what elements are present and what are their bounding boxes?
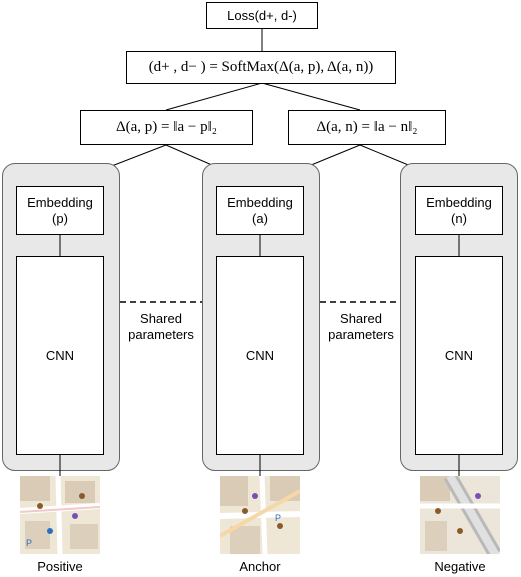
shared-params-left: Shared parameters <box>122 311 200 343</box>
embedding-p: Embedding (p) <box>16 186 104 235</box>
caption-anchor: Anchor <box>239 559 281 574</box>
cnn-n: CNN <box>415 256 503 455</box>
embedding-a-line2: (a) <box>252 210 268 226</box>
embedding-p-line1: Embedding <box>27 194 93 210</box>
embedding-a-line1: Embedding <box>227 194 293 210</box>
embedding-n-line1: Embedding <box>426 194 492 210</box>
softmax-label: (d+ , d− ) = SoftMax(Δ(a, p), Δ(a, n)) <box>148 59 374 75</box>
softmax-node: (d+ , d− ) = SoftMax(Δ(a, p), Δ(a, n)) <box>126 51 396 84</box>
loss-label: Loss(d+, d-) <box>227 8 297 23</box>
caption-negative: Negative <box>434 559 486 574</box>
shared-right-line1: Shared <box>340 311 382 326</box>
svg-text:P: P <box>26 538 32 548</box>
cnn-p-label: CNN <box>45 348 75 363</box>
cnn-p: CNN <box>16 256 104 455</box>
embedding-n: Embedding (n) <box>415 186 503 235</box>
anchor-map-image: P <box>220 476 300 554</box>
delta-an-node: Δ(a, n) = ‖a − n‖₂ <box>288 110 446 145</box>
svg-text:P: P <box>275 513 281 523</box>
caption-positive: Positive <box>37 559 83 574</box>
embedding-p-line2: (p) <box>52 210 68 226</box>
shared-right-line2: parameters <box>328 327 394 342</box>
cnn-n-label: CNN <box>444 348 474 363</box>
positive-map-image: P <box>20 476 100 554</box>
delta-ap-node: Δ(a, p) = ‖a − p‖₂ <box>80 110 253 145</box>
embedding-n-line2: (n) <box>451 210 467 226</box>
cnn-a: CNN <box>216 256 304 455</box>
shared-left-line2: parameters <box>128 327 194 342</box>
embedding-a: Embedding (a) <box>216 186 304 235</box>
negative-map-image <box>420 476 500 554</box>
cnn-a-label: CNN <box>245 348 275 363</box>
loss-node: Loss(d+, d-) <box>206 2 318 29</box>
shared-left-line1: Shared <box>140 311 182 326</box>
shared-params-right: Shared parameters <box>322 311 400 343</box>
delta-an-label: Δ(a, n) = ‖a − n‖₂ <box>316 119 418 135</box>
delta-ap-label: Δ(a, p) = ‖a − p‖₂ <box>115 119 218 135</box>
